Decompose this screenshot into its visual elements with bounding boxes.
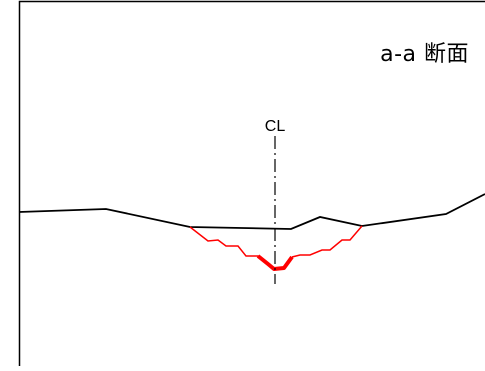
section-title: a-a 断面: [380, 36, 469, 68]
excavation-profile-line-right: [292, 226, 362, 257]
ground-profile-line: [19, 194, 485, 229]
centerline-label: CL: [265, 118, 286, 135]
excavation-profile-line: [190, 227, 268, 264]
